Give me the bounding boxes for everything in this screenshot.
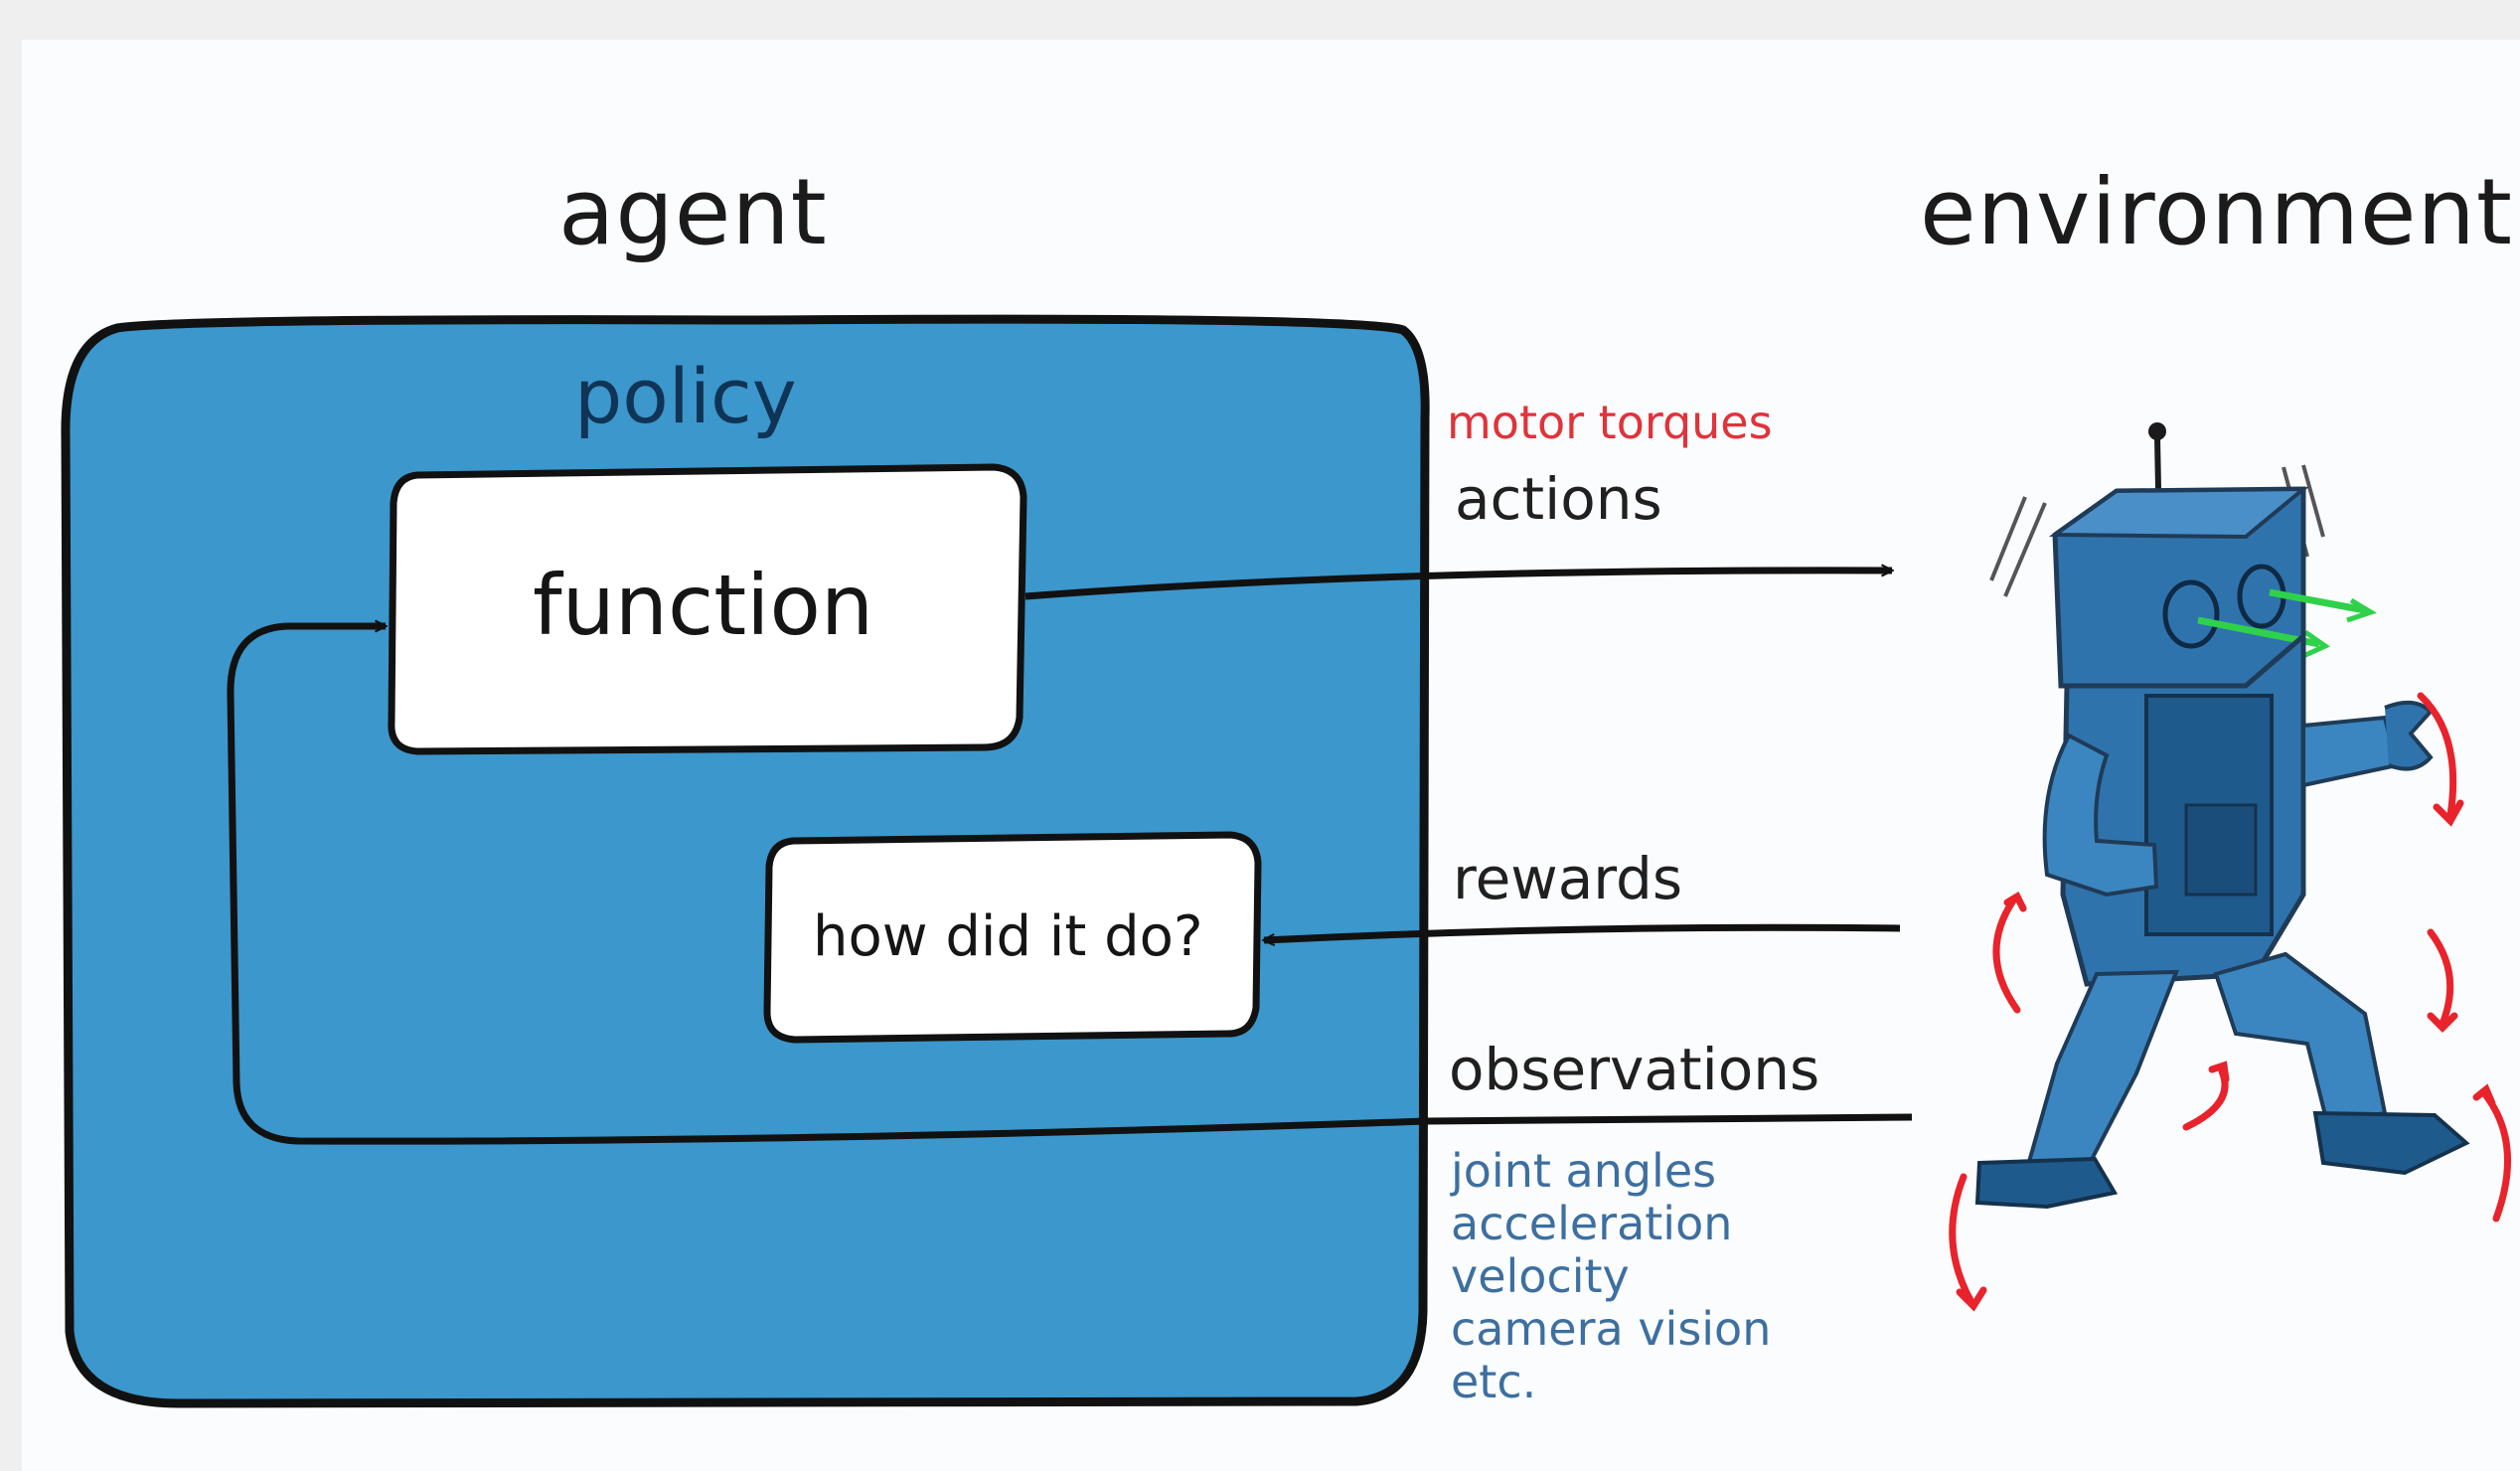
rewards-label: rewards bbox=[1453, 845, 1683, 912]
observation-example: acceleration bbox=[1451, 1197, 1733, 1250]
policy-label: policy bbox=[574, 352, 797, 440]
actions-example-label: motor torques bbox=[1447, 396, 1773, 449]
rewards-arrow bbox=[1264, 923, 1901, 940]
observations-label: observations bbox=[1449, 1036, 1820, 1103]
observation-example: camera vision bbox=[1451, 1302, 1772, 1356]
observation-example: etc. bbox=[1451, 1355, 1537, 1408]
function-box bbox=[388, 463, 1027, 755]
observation-example: velocity bbox=[1451, 1249, 1630, 1303]
environment-title: environment bbox=[1920, 159, 2513, 265]
evaluation-box bbox=[763, 831, 1262, 1044]
evaluation-label: how did it do? bbox=[813, 904, 1203, 969]
observation-examples-list: joint angles acceleration velocity camer… bbox=[1451, 1145, 1771, 1408]
actions-arrow bbox=[1024, 571, 1892, 600]
function-label: function bbox=[533, 557, 874, 654]
robot-illustration bbox=[1949, 422, 2512, 1312]
actions-label: actions bbox=[1455, 465, 1662, 533]
observations-loop bbox=[227, 626, 1913, 1145]
observation-example: joint angles bbox=[1451, 1144, 1717, 1198]
agent-title: agent bbox=[558, 159, 828, 265]
